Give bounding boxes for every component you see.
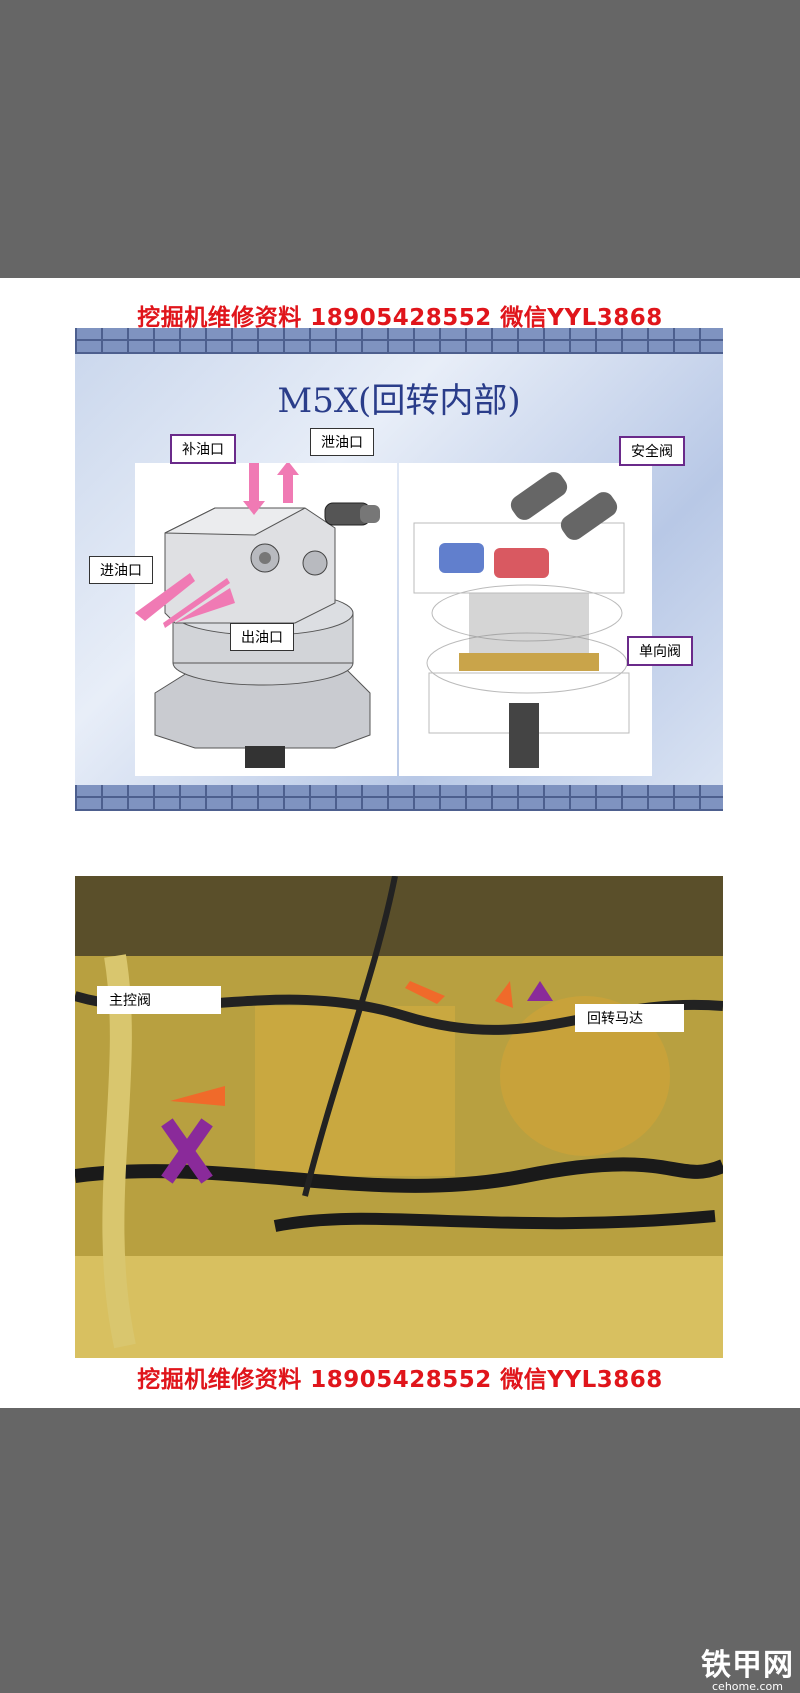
label-inlet-port: 进油口 (89, 556, 153, 584)
slide-m5x: M5X(回转内部) (75, 328, 723, 811)
document-sheet: 挖掘机维修资料 18905428552 微信YYL3868 M5X(回转内部) (0, 278, 800, 1408)
site-logo-name: 铁甲网 (701, 1648, 794, 1683)
label-makeup-port: 补油口 (170, 434, 236, 464)
label-check-valve: 单向阀 (627, 636, 693, 666)
watermark-top: 挖掘机维修资料 18905428552 微信YYL3868 (137, 305, 663, 331)
motor-exterior-panel (135, 461, 397, 776)
motor-interior-illustration (413, 472, 630, 768)
label-swing-motor: 回转马达 (575, 1004, 684, 1032)
label-main-control-valve: 主控阀 (97, 986, 221, 1014)
hydraulics-photo-illustration (75, 876, 723, 1358)
motor-exterior-illustration (135, 461, 380, 768)
label-safety-valve: 安全阀 (619, 436, 685, 466)
slide-title: M5X(回转内部) (277, 381, 521, 421)
site-logo-domain: cehome.com (712, 1680, 783, 1693)
slide-top-border (75, 328, 723, 354)
watermark-bottom: 挖掘机维修资料 18905428552 微信YYL3868 (137, 1367, 663, 1393)
motor-interior-panel (399, 463, 652, 776)
slide-bottom-border (75, 785, 723, 811)
site-logo: 铁甲网 cehome.com (701, 1640, 794, 1693)
label-outlet-port: 出油口 (230, 623, 294, 651)
hydraulics-photo: 主控阀 回转马达 (75, 876, 723, 1358)
label-drain-port: 泄油口 (310, 428, 374, 456)
